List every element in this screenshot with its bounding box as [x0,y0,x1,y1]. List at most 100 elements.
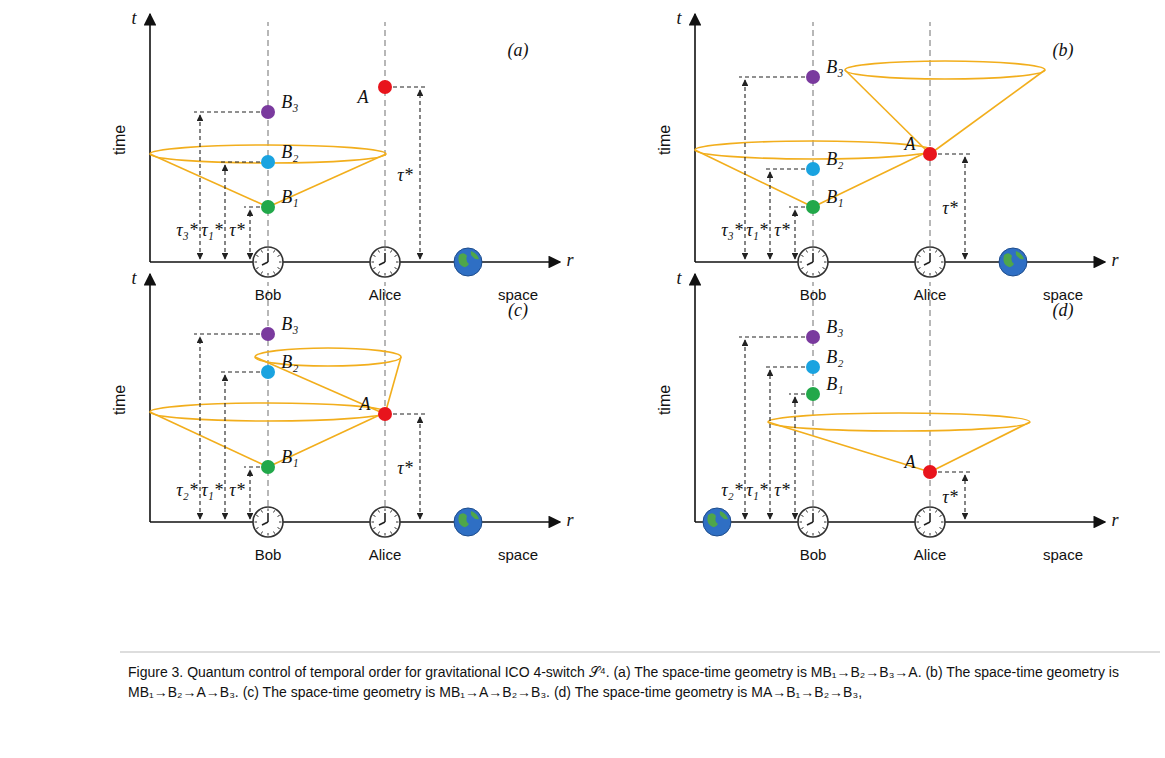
space-axis [695,521,1105,523]
clock-tick [396,522,399,523]
clock-tick [801,528,803,529]
clock-tick [823,528,825,529]
proper-time-arrow [769,172,770,259]
event-label: B₁ [281,448,298,466]
clock-tick [261,250,262,252]
time-axis [694,274,696,522]
clock-tick [806,250,807,252]
panel-letter: (c) [508,301,528,319]
clock-tick [813,533,814,536]
dashed-leader [764,366,805,367]
clock-hand [379,522,385,525]
clock-tick [268,249,269,252]
proper-time-label: τ₁* [201,481,223,499]
clock-tick [378,250,379,252]
event-label: B₂ [281,143,298,161]
clock-tick [930,509,931,512]
clock-tick [373,268,375,269]
event-dot [261,327,275,341]
clock-tick [378,532,379,534]
light-cone-rim [695,141,931,159]
light-cone-rim [150,403,386,421]
proper-time-label: τ₃* [721,221,743,239]
clock-tick [279,522,282,523]
clock-face [253,507,283,537]
clock-tick [918,515,920,516]
event-dot [261,365,275,379]
clock-tick [813,509,814,512]
event-dot [261,200,275,214]
observer-name: Bob [255,287,282,302]
clock-tick [395,268,397,269]
clock-face [370,507,400,537]
dashed-leader [194,333,260,334]
clock-hand [267,513,269,522]
axis-name: t [676,9,681,27]
clock-tick [940,515,942,516]
clock-face [798,507,828,537]
clock-tick [819,510,820,512]
dashed-leader [739,336,805,337]
clock-tick [268,273,269,276]
clock-hand [262,262,268,265]
earth-land [720,511,728,519]
clock-tick [936,532,937,534]
clock-tick [385,273,386,276]
earth-icon [454,248,482,276]
clock-tick [930,273,931,276]
earth-icon [454,508,482,536]
dashed-leader [244,466,260,467]
light-cone-rim [768,413,1030,431]
panel-letter: (a) [508,41,529,59]
clock-face [798,247,828,277]
light-cone-rim [255,348,401,366]
dashed-leader [789,206,805,207]
observer-name: Bob [800,547,827,562]
axis-name: t [131,269,136,287]
clock-tick [806,532,807,534]
light-cone-edge [385,357,401,414]
light-cone-edge [813,150,931,207]
clock-tick [261,510,262,512]
clock-tick [806,510,807,512]
proper-time-arrow [964,475,965,519]
clock-tick [378,272,379,274]
clock-hand [924,522,930,525]
event-dot [378,80,392,94]
proper-time-arrow [419,417,420,519]
observer-name: Alice [914,287,947,302]
clock-tick [391,272,392,274]
axis-title: space [498,287,538,302]
space-axis [150,261,560,263]
clock-hand [384,253,386,262]
axis-name: r [1111,251,1118,269]
proper-time-label: τ* [942,488,957,506]
event-label: B₃ [281,93,298,111]
clock-tick [274,510,275,512]
dashed-leader [393,413,426,414]
clock-tick [255,262,258,263]
proper-time-arrow [199,115,200,259]
dashed-leader [393,86,426,87]
proper-time-label: τ* [774,481,789,499]
clock-tick [261,532,262,534]
clock-hand [812,253,814,262]
space-axis [150,521,560,523]
clock-tick [256,515,258,516]
clock-tick [806,272,807,274]
event-label: B₃ [826,318,843,336]
clock-tick [819,272,820,274]
clock-tick [256,255,258,256]
clock-tick [373,515,375,516]
clock-tick [823,255,825,256]
clock-tick [274,272,275,274]
earth-land [1016,251,1024,259]
worldline [929,22,930,246]
event-dot [261,105,275,119]
worldline [384,282,385,506]
light-cone-edge [930,422,1030,472]
clock-tick [278,268,280,269]
event-dot [806,70,820,84]
earth-land [458,513,469,527]
time-axis [149,274,151,522]
